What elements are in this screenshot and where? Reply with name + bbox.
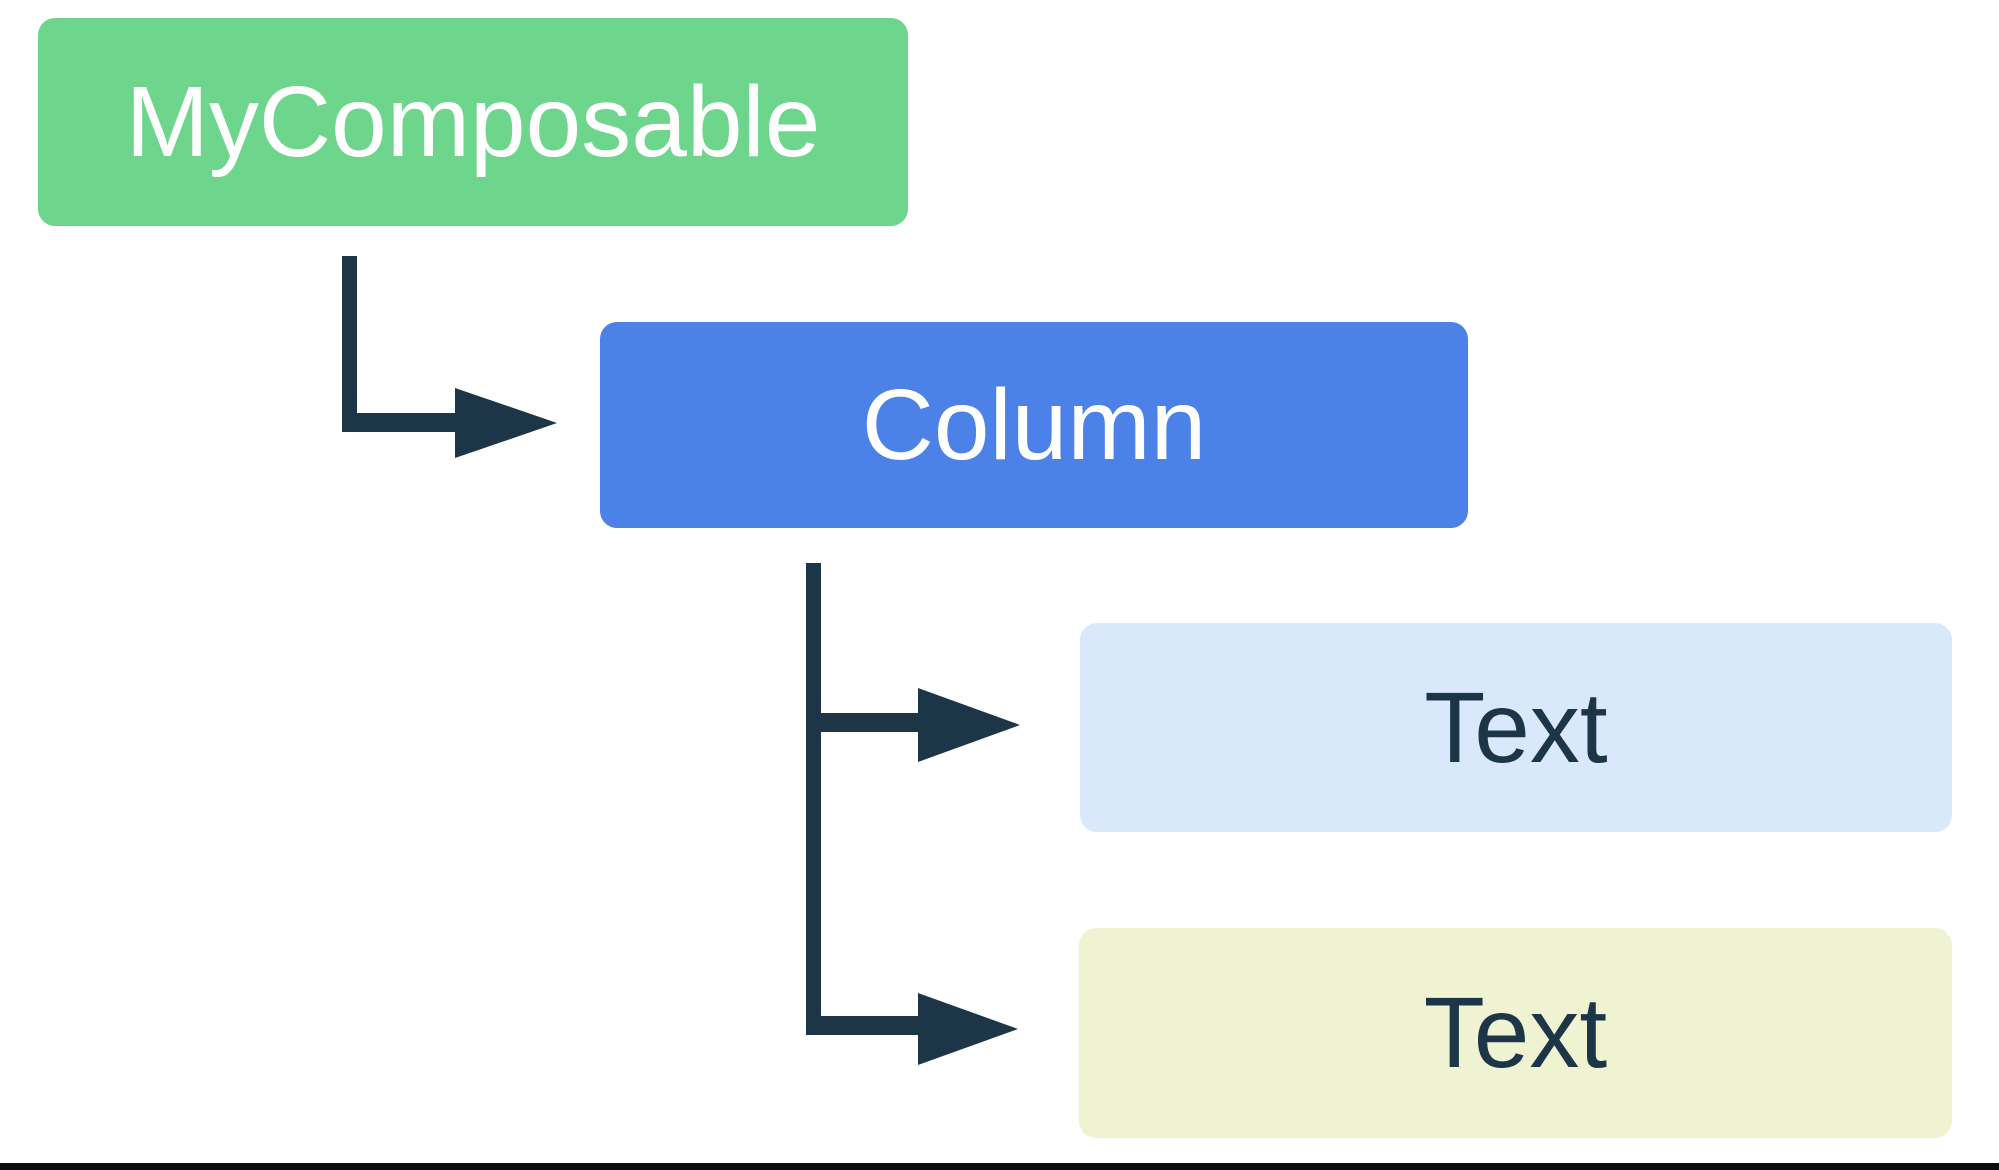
arrowhead-right-icon bbox=[918, 688, 1020, 762]
node-text-second-label: Text bbox=[1423, 977, 1608, 1089]
arrow-vertical-stem bbox=[806, 563, 821, 1035]
node-mycomposable-label: MyComposable bbox=[125, 66, 821, 178]
bottom-border-line bbox=[0, 1163, 1999, 1170]
arrow-horizontal-stem bbox=[806, 1016, 921, 1035]
node-column-label: Column bbox=[861, 369, 1207, 481]
arrow-horizontal-stem bbox=[342, 413, 462, 432]
elbow-arrow-column-to-text-first bbox=[806, 563, 1020, 1035]
arrowhead-right-icon bbox=[455, 388, 557, 458]
arrow-horizontal-stem bbox=[806, 713, 921, 732]
elbow-arrow-column-to-text-second bbox=[806, 993, 1018, 1065]
elbow-arrow-mycomposable-to-column bbox=[342, 256, 557, 458]
node-text-first-label: Text bbox=[1424, 671, 1608, 784]
node-column: Column bbox=[600, 322, 1468, 528]
node-text-second: Text bbox=[1079, 928, 1952, 1138]
node-text-first: Text bbox=[1080, 623, 1952, 832]
arrow-vertical-stem bbox=[342, 256, 357, 432]
arrowhead-right-icon bbox=[918, 993, 1018, 1065]
node-mycomposable: MyComposable bbox=[38, 18, 908, 226]
